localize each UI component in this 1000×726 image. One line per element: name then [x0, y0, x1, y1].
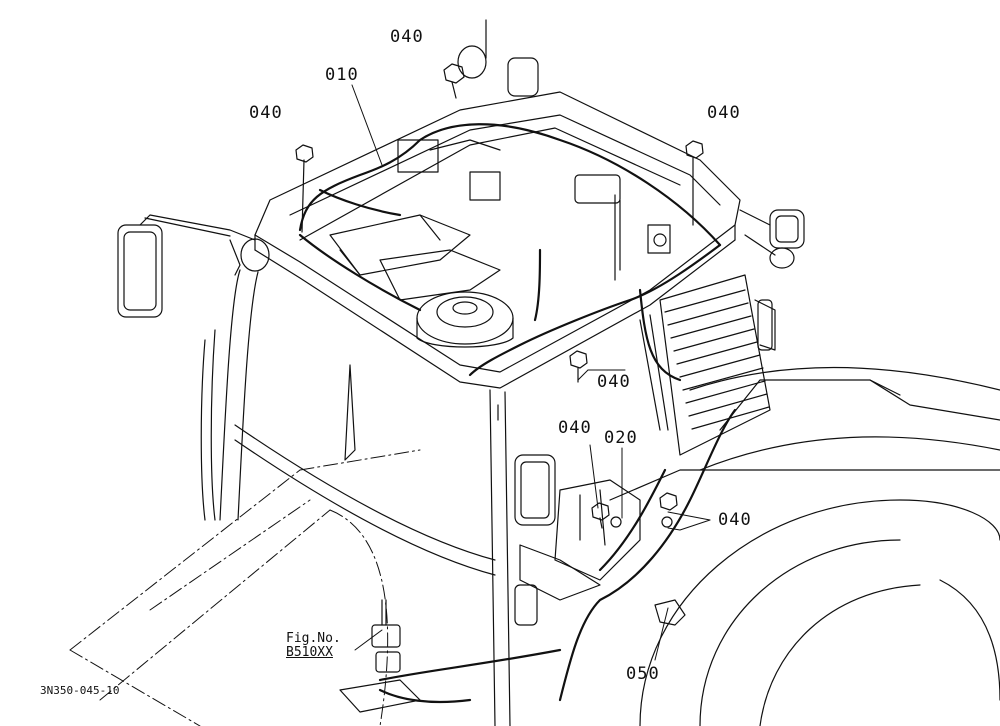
callout-040-right: 040 — [707, 103, 741, 123]
figure-reference-label: Fig.No. — [286, 631, 341, 646]
callout-040-lower: 040 — [558, 418, 592, 438]
mounting-bracket — [519, 479, 641, 601]
leader-lines — [351, 84, 711, 661]
hood-outline — [69, 449, 421, 726]
rear-fender — [609, 366, 1000, 726]
callout-020: 020 — [604, 428, 638, 448]
callout-040-left: 040 — [249, 103, 283, 123]
right-work-lamps — [457, 19, 805, 351]
cab-frame — [200, 269, 511, 726]
cab-roof — [254, 91, 741, 389]
callout-050: 050 — [626, 664, 660, 684]
callout-040-side: 040 — [718, 510, 752, 530]
rear-window-grille — [639, 274, 776, 456]
roof-heater-unit — [329, 139, 671, 348]
callout-040-top: 040 — [390, 27, 424, 47]
lower-connector-block — [339, 599, 421, 713]
left-side-mirror — [117, 214, 270, 318]
diagram-id: 3N350-045-10 — [40, 684, 120, 697]
figure-reference-number[interactable]: B510XX — [286, 644, 333, 660]
callout-010: 010 — [325, 65, 359, 85]
callout-040-center: 040 — [597, 372, 631, 392]
wiring-harness — [298, 123, 737, 704]
cab-side-mirror — [514, 454, 556, 626]
fastener-bolts — [295, 63, 704, 626]
figure-reference[interactable]: Fig.No. B510XX — [286, 632, 341, 659]
